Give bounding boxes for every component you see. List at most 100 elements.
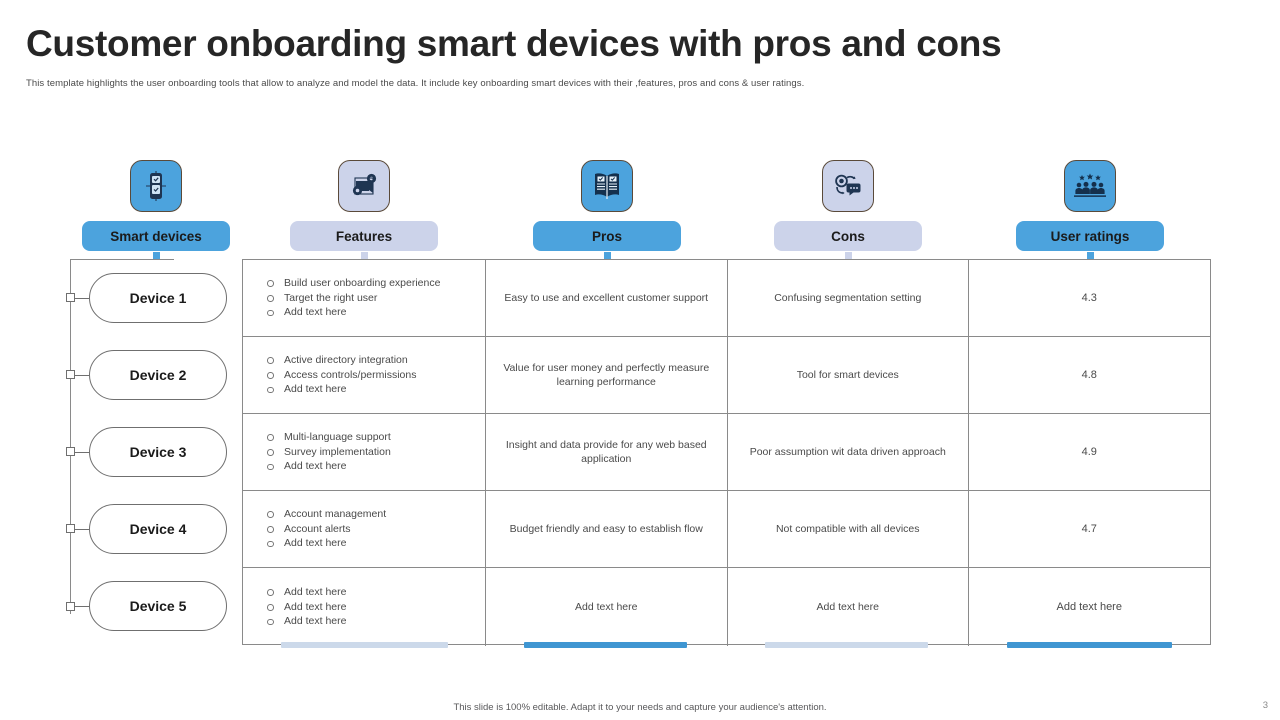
device-connector-node (66, 601, 75, 611)
page-subtitle: This template highlights the user onboar… (26, 78, 805, 89)
pros-text: Value for user money and perfectly measu… (503, 361, 710, 388)
pros-text: Insight and data provide for any web bas… (505, 438, 707, 465)
page-title: Customer onboarding smart devices with p… (26, 23, 1002, 64)
column-header-label: Pros (533, 221, 681, 251)
column-header-pros[interactable]: Pros (533, 160, 681, 259)
feature-item: Access controls/permissions (267, 368, 416, 383)
feature-item: Active directory integration (267, 353, 416, 368)
feature-item: Add text here (267, 536, 386, 551)
cons-cell: Tool for smart devices (728, 337, 969, 413)
rating-value: 4.8 (1081, 369, 1097, 381)
column-header-user-ratings[interactable]: User ratings (1016, 160, 1164, 259)
pros-cell: Add text here (486, 568, 728, 646)
rating-cell: 4.9 (969, 414, 1211, 490)
cons-cell: Poor assumption wit data driven approach (728, 414, 969, 490)
feature-item: Build user onboarding experience (267, 276, 440, 291)
column-header-cons[interactable]: Cons (774, 160, 922, 259)
feature-item: Account management (267, 507, 386, 522)
device-pill-4[interactable]: Device 4 (89, 503, 227, 554)
open-book-icon (581, 160, 633, 212)
feature-item: Survey implementation (267, 445, 391, 460)
bottom-accent-bar-pros (524, 642, 687, 648)
feature-item: Add text here (267, 382, 416, 397)
rail-top-segment (70, 259, 174, 261)
feature-item: Add text here (267, 459, 391, 474)
device-connector-node (66, 524, 75, 533)
pros-cell: Value for user money and perfectly measu… (486, 337, 728, 413)
column-header-label: Features (290, 221, 438, 251)
cons-cell: Add text here (728, 568, 969, 646)
device-connector-node (66, 293, 75, 302)
feature-item: Target the right user (267, 291, 440, 306)
device-connector-line (75, 528, 89, 530)
column-connector-knob (603, 252, 611, 259)
star-rating-users-icon (1064, 160, 1116, 212)
column-header-label: Smart devices (82, 221, 230, 251)
feature-item: Multi-language support (267, 430, 391, 445)
device-connector-line (75, 374, 89, 376)
rating-value: 4.9 (1081, 446, 1097, 458)
column-connector-knob (844, 252, 852, 259)
rating-value: 4.7 (1081, 523, 1097, 535)
column-header-label: User ratings (1016, 221, 1164, 251)
rating-cell: Add text here (969, 568, 1211, 646)
column-connector-knob (1086, 252, 1094, 259)
column-header-smart-devices[interactable]: Smart devices (82, 160, 230, 259)
device-pill-1[interactable]: Device 1 (89, 272, 227, 323)
column-connector-knob (360, 252, 368, 259)
pros-text: Budget friendly and easy to establish fl… (509, 522, 703, 535)
rating-value: Add text here (1056, 601, 1122, 613)
device-connector-line (75, 297, 89, 299)
rating-value: 4.3 (1081, 292, 1097, 304)
bottom-accent-bar-features (281, 642, 448, 648)
device-pill-2[interactable]: Device 2 (89, 349, 227, 400)
rating-cell: 4.3 (969, 260, 1211, 336)
cons-cell: Confusing segmentation setting (728, 260, 969, 336)
pros-cell: Easy to use and excellent customer suppo… (486, 260, 728, 336)
cons-text: Poor assumption wit data driven approach (749, 445, 946, 458)
feature-item: Add text here (267, 305, 440, 320)
smart-device-icon (130, 160, 182, 212)
gear-settings-icon (338, 160, 390, 212)
bottom-accent-bar-cons (765, 642, 928, 648)
device-pill-5[interactable]: Device 5 (89, 581, 227, 631)
cons-text: Tool for smart devices (796, 368, 899, 381)
feature-item: Add text here (267, 585, 346, 600)
rating-cell: 4.7 (969, 491, 1211, 567)
cons-text: Not compatible with all devices (775, 522, 920, 535)
device-connector-line (75, 606, 89, 608)
cons-text: Confusing segmentation setting (774, 291, 922, 304)
device-pill-3[interactable]: Device 3 (89, 426, 227, 477)
cons-text: Add text here (816, 600, 879, 613)
pros-cell: Budget friendly and easy to establish fl… (486, 491, 728, 567)
column-header-label: Cons (774, 221, 922, 251)
device-connector-line (75, 451, 89, 453)
cons-cell: Not compatible with all devices (728, 491, 969, 567)
speech-bubbles-icon (822, 160, 874, 212)
rating-cell: 4.8 (969, 337, 1211, 413)
bottom-accent-bar-rating (1007, 642, 1172, 648)
device-rail-line (70, 259, 72, 614)
device-connector-node (66, 447, 75, 456)
column-header-features[interactable]: Features (290, 160, 438, 259)
feature-item: Add text here (267, 600, 346, 615)
footer-note: This slide is 100% editable. Adapt it to… (453, 702, 827, 713)
column-connector-knob (152, 252, 160, 259)
pros-text: Add text here (575, 600, 638, 613)
feature-item: Account alerts (267, 522, 386, 537)
pros-cell: Insight and data provide for any web bas… (486, 414, 728, 490)
pros-text: Easy to use and excellent customer suppo… (504, 291, 709, 304)
device-connector-node (66, 370, 75, 379)
